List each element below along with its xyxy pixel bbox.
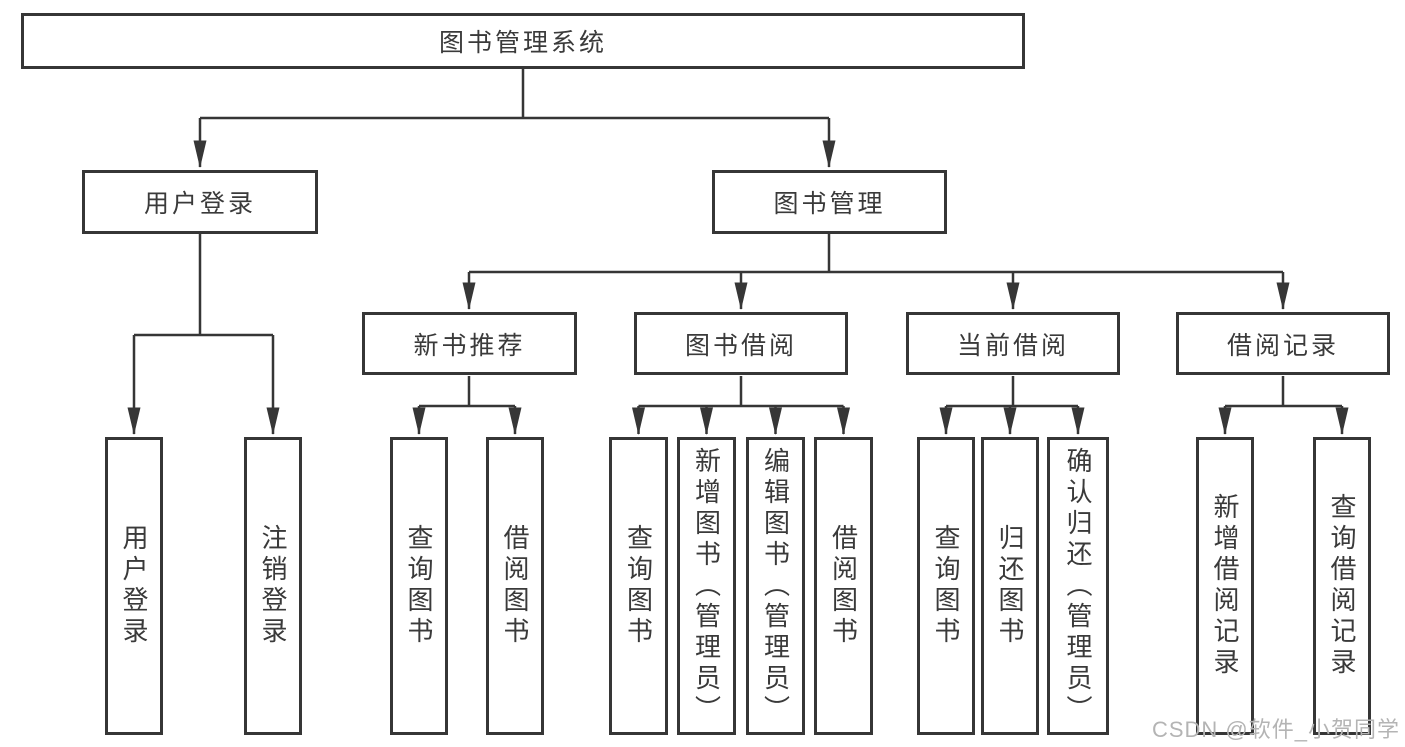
leaf-br-query-record: 查询借阅记录 [1313,437,1371,735]
connector-root-to-level2 [200,69,829,120]
leaf-cb-query-books-label: 查询图书 [931,524,961,648]
node-borrowing-records-label: 借阅记录 [1226,331,1339,360]
leaf-bb-borrow-books: 借阅图书 [814,437,873,735]
leaf-nbr-borrow-books: 借阅图书 [486,437,544,735]
leaf-user-login: 用户登录 [105,437,163,735]
leaf-br-add-record-label: 新增借阅记录 [1210,493,1240,679]
node-user-login: 用户登录 [82,170,318,234]
node-current-borrowing: 当前借阅 [906,312,1120,375]
node-book-management-label: 图书管理 [773,190,886,218]
connector-user-login-to-leaves [134,234,273,337]
leaf-bb-edit-books-admin: 编辑图书（管理员） [746,437,805,735]
node-root-system-label: 图书管理系统 [438,29,607,57]
leaf-logout-label: 注销登录 [258,524,288,648]
leaf-cb-confirm-return-admin: 确认归还（管理员） [1047,437,1109,735]
leaf-user-login-label: 用户登录 [119,524,149,648]
leaf-bb-add-books-admin-label: 新增图书（管理员） [691,446,722,726]
leaf-logout: 注销登录 [244,437,302,735]
leaf-bb-query-books-label: 查询图书 [623,524,654,648]
csdn-watermark: CSDN @软件_小贺同学 [1151,717,1400,742]
node-book-management: 图书管理 [712,170,947,234]
node-current-borrowing-label: 当前借阅 [956,331,1069,360]
leaf-cb-return-books-label: 归还图书 [995,524,1025,648]
leaf-cb-return-books: 归还图书 [981,437,1039,735]
leaf-bb-edit-books-admin-label: 编辑图书（管理员） [760,446,791,726]
connector-book-borrowing-to-leaves [638,376,844,408]
leaf-br-query-record-label: 查询借阅记录 [1327,493,1357,679]
node-user-login-label: 用户登录 [143,190,256,218]
leaf-nbr-query-books-label: 查询图书 [404,524,434,648]
leaf-bb-borrow-books-label: 借阅图书 [828,524,859,648]
connector-new-book-recommend-to-leaves [419,376,515,408]
node-book-borrowing-label: 图书借阅 [684,331,797,360]
node-new-book-recommend-label: 新书推荐 [413,331,526,360]
node-borrowing-records: 借阅记录 [1176,312,1390,375]
leaf-br-add-record: 新增借阅记录 [1196,437,1254,735]
leaf-bb-add-books-admin: 新增图书（管理员） [677,437,736,735]
leaf-nbr-query-books: 查询图书 [390,437,448,735]
node-root-system: 图书管理系统 [21,13,1025,69]
node-new-book-recommend: 新书推荐 [362,312,577,375]
leaf-cb-query-books: 查询图书 [917,437,975,735]
connector-current-borrowing-to-leaves [946,376,1078,408]
leaf-cb-confirm-return-admin-label: 确认归还（管理员） [1063,446,1093,726]
connector-book-management-to-level3 [469,234,1283,274]
leaf-bb-query-books: 查询图书 [609,437,668,735]
node-book-borrowing: 图书借阅 [634,312,848,375]
connector-borrowing-records-to-leaves [1225,376,1342,408]
leaf-nbr-borrow-books-label: 借阅图书 [500,524,530,648]
